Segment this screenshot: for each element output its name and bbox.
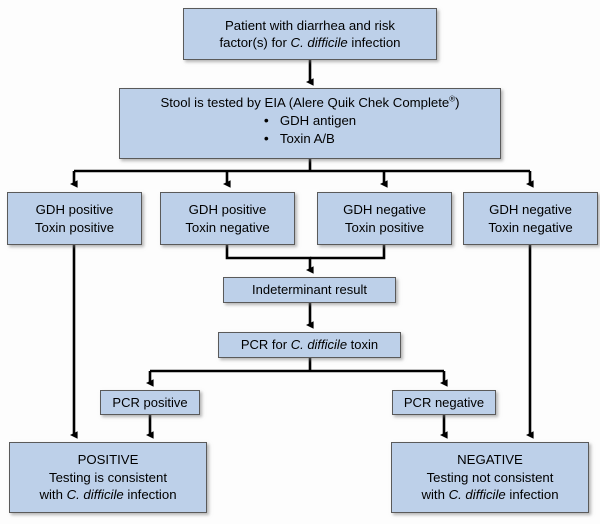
final-negative-line1: NEGATIVE [457, 452, 523, 468]
final-positive-line3-pre: with [39, 487, 67, 503]
list-item: Toxin A/B [264, 129, 356, 148]
final-negative-line3-italic: C. difficile [448, 487, 506, 503]
edge-gdh-pos-toxin-neg-to-indeterminant [225, 245, 314, 274]
pcr-test-pre: PCR for [240, 337, 291, 353]
final-positive-box[interactable]: POSITIVE Testing is consistent with C. d… [9, 442, 207, 513]
gdh-negative-toxin-negative-line1: GDH negative [489, 202, 572, 218]
gdh-negative-toxin-negative-line2: Toxin negative [488, 219, 573, 235]
gdh-positive-toxin-negative-line1: GDH positive [188, 202, 267, 218]
gdh-positive-toxin-negative-box[interactable]: GDH positive Toxin negative [160, 192, 295, 245]
pcr-test-box[interactable]: PCR for C. difficile toxin [218, 332, 401, 358]
stool-test-heading-suffix: ) [455, 95, 460, 110]
gdh-negative-toxin-positive-line2: Toxin positive [344, 219, 425, 235]
pcr-test-post: toxin [347, 337, 379, 353]
stool-test-heading: Stool is tested by EIA (Alere Quik Chek … [160, 94, 459, 111]
patient-line2-pre: factor(s) for [219, 35, 291, 50]
stool-test-bullets: GDH antigen Toxin A/B [264, 111, 356, 148]
final-negative-line2: Testing not consistent [426, 469, 554, 485]
patient-box[interactable]: Patient with diarrhea and risk factor(s)… [183, 8, 437, 60]
final-negative-line3: with C. difficile infection [421, 486, 558, 503]
stool-test-bullets-wrap: GDH antigen Toxin A/B [124, 111, 496, 148]
stool-test-heading-text: Stool is tested by EIA (Alere Quik Chek … [160, 95, 450, 110]
final-negative-line3-post: infection [505, 487, 559, 503]
gdh-negative-toxin-positive-box[interactable]: GDH negative Toxin positive [317, 192, 452, 245]
gdh-positive-toxin-positive-box[interactable]: GDH positive Toxin positive [7, 192, 142, 245]
final-negative-box[interactable]: NEGATIVE Testing not consistent with C. … [391, 442, 589, 513]
indeterminant-result-box[interactable]: Indeterminant result [223, 277, 396, 303]
gdh-positive-toxin-positive-line2: Toxin positive [34, 219, 115, 235]
patient-box-line2: factor(s) for C. difficile infection [219, 34, 400, 51]
pcr-negative-label: PCR negative [403, 394, 485, 410]
final-positive-line3: with C. difficile infection [39, 486, 176, 503]
stool-test-box[interactable]: Stool is tested by EIA (Alere Quik Chek … [119, 88, 501, 159]
final-positive-line1: POSITIVE [77, 452, 139, 468]
final-negative-line3-pre: with [421, 487, 449, 503]
pcr-positive-label: PCR positive [112, 394, 188, 410]
final-positive-line2: Testing is consistent [48, 469, 167, 485]
patient-box-line1: Patient with diarrhea and risk [224, 17, 396, 33]
pcr-test-label: PCR for C. difficile toxin [241, 336, 378, 353]
gdh-positive-toxin-negative-line2: Toxin negative [185, 219, 270, 235]
registered-mark-icon: ® [449, 94, 456, 104]
gdh-positive-toxin-positive-line1: GDH positive [35, 202, 114, 218]
pcr-positive-box[interactable]: PCR positive [100, 390, 200, 415]
final-positive-line3-italic: C. difficile [66, 487, 124, 503]
patient-line2-post: infection [347, 35, 401, 50]
gdh-negative-toxin-negative-box[interactable]: GDH negative Toxin negative [463, 192, 598, 245]
pcr-negative-box[interactable]: PCR negative [392, 390, 496, 415]
patient-line2-italic: C. difficile [290, 35, 348, 50]
edge-gdh-neg-toxin-pos-to-indeterminant [310, 245, 386, 260]
pcr-test-italic: C. difficile [290, 337, 348, 353]
list-item: GDH antigen [264, 111, 356, 130]
final-positive-line3-post: infection [123, 487, 177, 503]
indeterminant-result-label: Indeterminant result [252, 282, 367, 298]
gdh-negative-toxin-positive-line1: GDH negative [343, 202, 426, 218]
